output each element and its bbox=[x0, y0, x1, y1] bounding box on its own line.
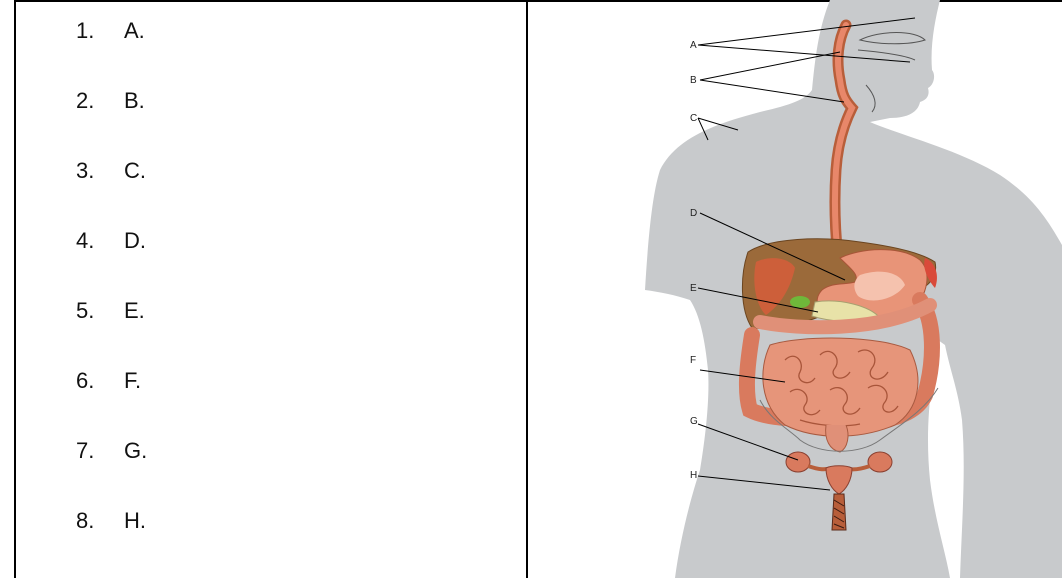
digestive-system-diagram: A B C D E F G H bbox=[560, 0, 1062, 578]
label-c: C bbox=[690, 113, 697, 124]
label-d: D bbox=[690, 208, 697, 219]
label-e: E bbox=[690, 283, 697, 294]
label-b: B bbox=[690, 75, 697, 86]
label-f: F bbox=[690, 355, 696, 366]
label-a: A bbox=[690, 40, 697, 51]
label-g: G bbox=[690, 416, 698, 427]
list-item: 1.A. bbox=[76, 18, 145, 44]
gallbladder bbox=[790, 296, 810, 308]
list-item: 8.H. bbox=[76, 508, 146, 534]
list-item: 4.D. bbox=[76, 228, 146, 254]
list-item: 5.E. bbox=[76, 298, 145, 324]
label-h: H bbox=[690, 470, 697, 481]
list-item: 2.B. bbox=[76, 88, 145, 114]
table-left-border bbox=[14, 0, 16, 578]
table-column-divider bbox=[526, 0, 528, 578]
small-intestine bbox=[763, 338, 918, 436]
list-item: 7.G. bbox=[76, 438, 147, 464]
list-item: 6.F. bbox=[76, 368, 141, 394]
list-item: 3.C. bbox=[76, 158, 146, 184]
